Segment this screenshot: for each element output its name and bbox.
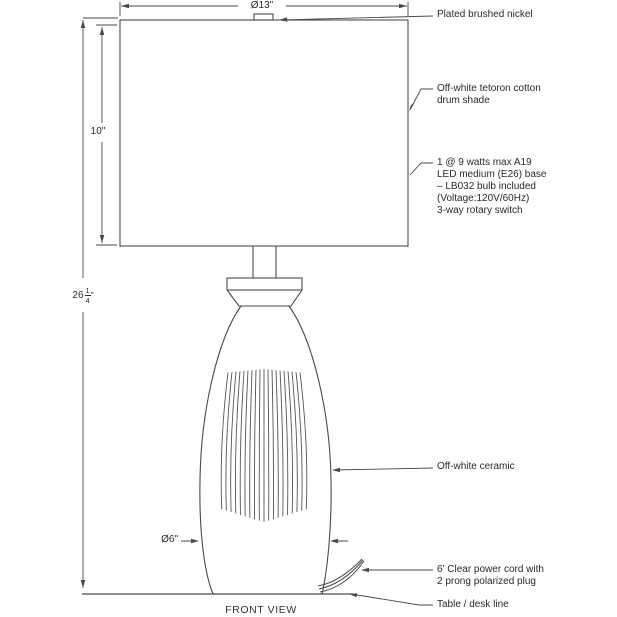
dim-shade-height-extensions: [96, 24, 117, 246]
cap-taper: [226, 289, 303, 307]
total-height-unit: ": [90, 290, 94, 300]
flute-line: [239, 370, 245, 516]
flute-line: [267, 369, 270, 521]
annotation-bulb-line3: – LB032 bulb included: [437, 181, 536, 192]
view-title: FRONT VIEW: [225, 604, 297, 616]
annotation-body: Off-white ceramic: [437, 461, 515, 472]
leader-lines: [280, 15, 434, 606]
leader-bulb: [409, 162, 433, 176]
total-height-numerator: 1: [84, 286, 91, 296]
annotation-bulb-line5: 3-way rotary switch: [437, 205, 523, 216]
flute-line: [283, 370, 289, 516]
drum-shade-outline: [119, 19, 409, 247]
shade-height-label: 10": [84, 126, 112, 138]
annotation-table: Table / desk line: [437, 599, 509, 610]
dim-shade-diameter-extensions: [119, 2, 409, 16]
annotation-bulb-line4: (Voltage:120V/60Hz): [437, 193, 530, 204]
annotation-cord-line1: 6' Clear power cord with: [437, 564, 544, 575]
leader-shade: [409, 88, 433, 111]
annotation-shade-line2: drum shade: [437, 95, 490, 106]
leader-finial: [280, 15, 434, 21]
leader-table: [350, 593, 433, 606]
flute-line: [244, 370, 249, 517]
annotation-shade-line1: Off-white tetoron cotton: [437, 83, 541, 94]
annotation-shade: Off-white tetoron cotton drum shade: [437, 83, 541, 107]
annotation-bulb-line2: LED medium (E26) base: [437, 169, 547, 180]
lamp-outline: [119, 13, 409, 595]
flute-line: [299, 372, 308, 510]
annotation-bulb-line1: 1 @ 9 watts max A19: [437, 157, 532, 168]
annotation-finial: Plated brushed nickel: [437, 9, 533, 20]
cap-outline: [226, 277, 303, 291]
flute-line: [258, 369, 261, 521]
finial-outline: [253, 13, 274, 21]
body-fluting: [220, 369, 308, 522]
neck-outline: [252, 246, 277, 278]
annotation-cord-line2: 2 prong polarized plug: [437, 576, 536, 587]
flute-line: [225, 371, 233, 511]
power-cord: [317, 558, 365, 593]
flute-line: [295, 371, 303, 511]
flute-line: [275, 370, 279, 518]
shade-diameter-label: Ø13": [238, 0, 286, 12]
dimension-lines: [82, 2, 409, 588]
flute-line: [287, 371, 294, 514]
flute-line: [254, 369, 257, 520]
leader-body: [333, 467, 434, 471]
flute-line: [234, 371, 241, 514]
flute-line: [279, 370, 284, 517]
flute-line: [249, 370, 253, 518]
flute-line: [291, 371, 298, 513]
flute-line: [271, 369, 274, 520]
base-diameter-label: Ø6": [146, 534, 178, 546]
annotation-cord: 6' Clear power cord with 2 prong polariz…: [437, 564, 544, 588]
total-height-denominator: 4: [85, 295, 90, 305]
flute-line: [220, 372, 229, 510]
arrowheads: [80, 3, 416, 598]
body-left-edge: [199, 305, 242, 595]
total-height-whole: 26: [72, 289, 84, 301]
body-right-edge: [288, 305, 332, 595]
annotation-bulb: 1 @ 9 watts max A19 LED medium (E26) bas…: [437, 157, 547, 217]
flute-line: [230, 371, 237, 513]
